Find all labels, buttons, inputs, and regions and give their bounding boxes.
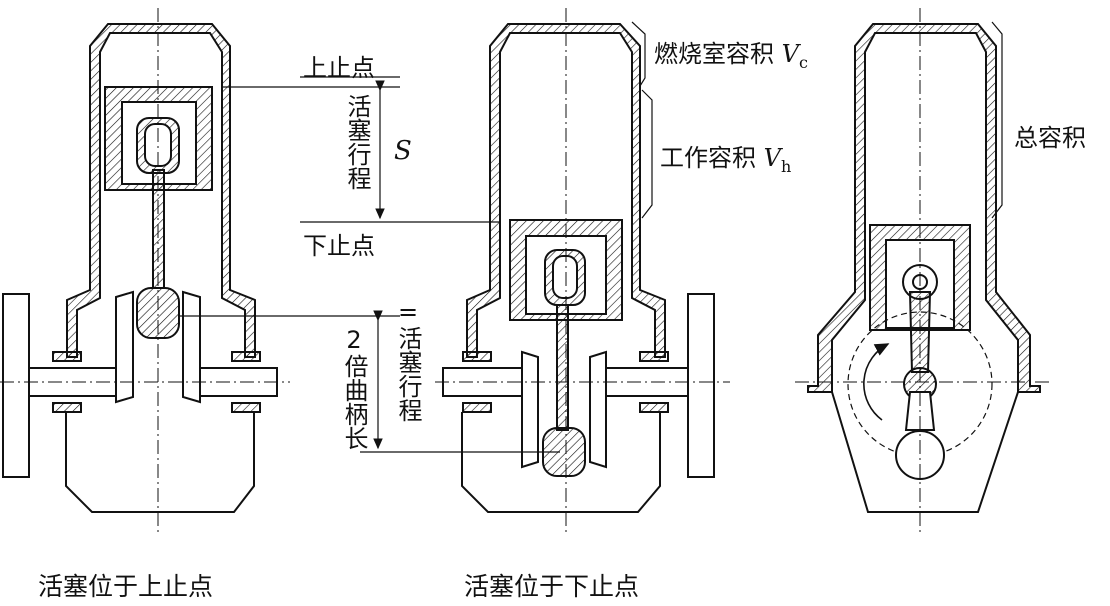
engine-left-tdc [2, 23, 278, 513]
two-crank-label: 2倍曲柄长 [340, 326, 368, 450]
combustion-symbol: V [781, 40, 799, 68]
working-text: 工作容积 [660, 144, 756, 172]
crankcase-right [831, 391, 1019, 513]
working-symbol: V [763, 144, 781, 172]
eq-stroke-label: =活塞行程 [394, 298, 422, 422]
combustion-text: 燃烧室容积 [654, 40, 774, 68]
dimension-lines [180, 21, 1003, 453]
stroke-vertical-label: 活塞行程 [343, 94, 371, 190]
combustion-volume-label: 燃烧室容积 Vc [654, 40, 808, 71]
center-lines [0, 8, 1050, 535]
total-volume-label: 总容积 [1014, 124, 1086, 152]
bdc-label: 下止点 [303, 232, 375, 260]
crankcase-middle [461, 412, 661, 513]
tdc-label: 上止点 [303, 54, 375, 82]
rotation-arrow [863, 343, 890, 421]
engine-right-total [807, 23, 1041, 513]
flywheel-middle [687, 293, 715, 478]
caption-left: 活塞位于上止点 [38, 572, 214, 601]
working-volume-label: 工作容积 Vh [660, 144, 791, 175]
stroke-symbol: S [394, 136, 412, 166]
caption-middle: 活塞位于下止点 [464, 572, 640, 601]
cylinder-wall-right [807, 23, 1041, 393]
crankcase-left [65, 412, 255, 513]
engine-middle-bdc [442, 23, 715, 513]
flywheel-left [2, 293, 30, 478]
combustion-sub: c [798, 53, 808, 72]
working-sub: h [780, 157, 792, 176]
